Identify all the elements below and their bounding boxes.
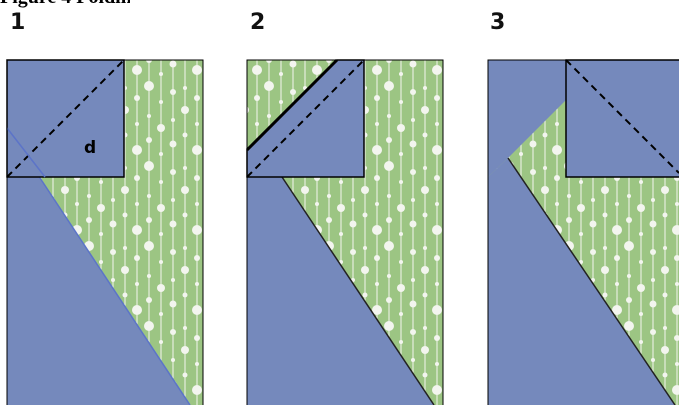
step-2-panel: [247, 60, 443, 405]
step-3-panel: [488, 60, 679, 405]
dimension-label: d: [84, 138, 96, 158]
step-1-panel: d: [7, 60, 203, 405]
